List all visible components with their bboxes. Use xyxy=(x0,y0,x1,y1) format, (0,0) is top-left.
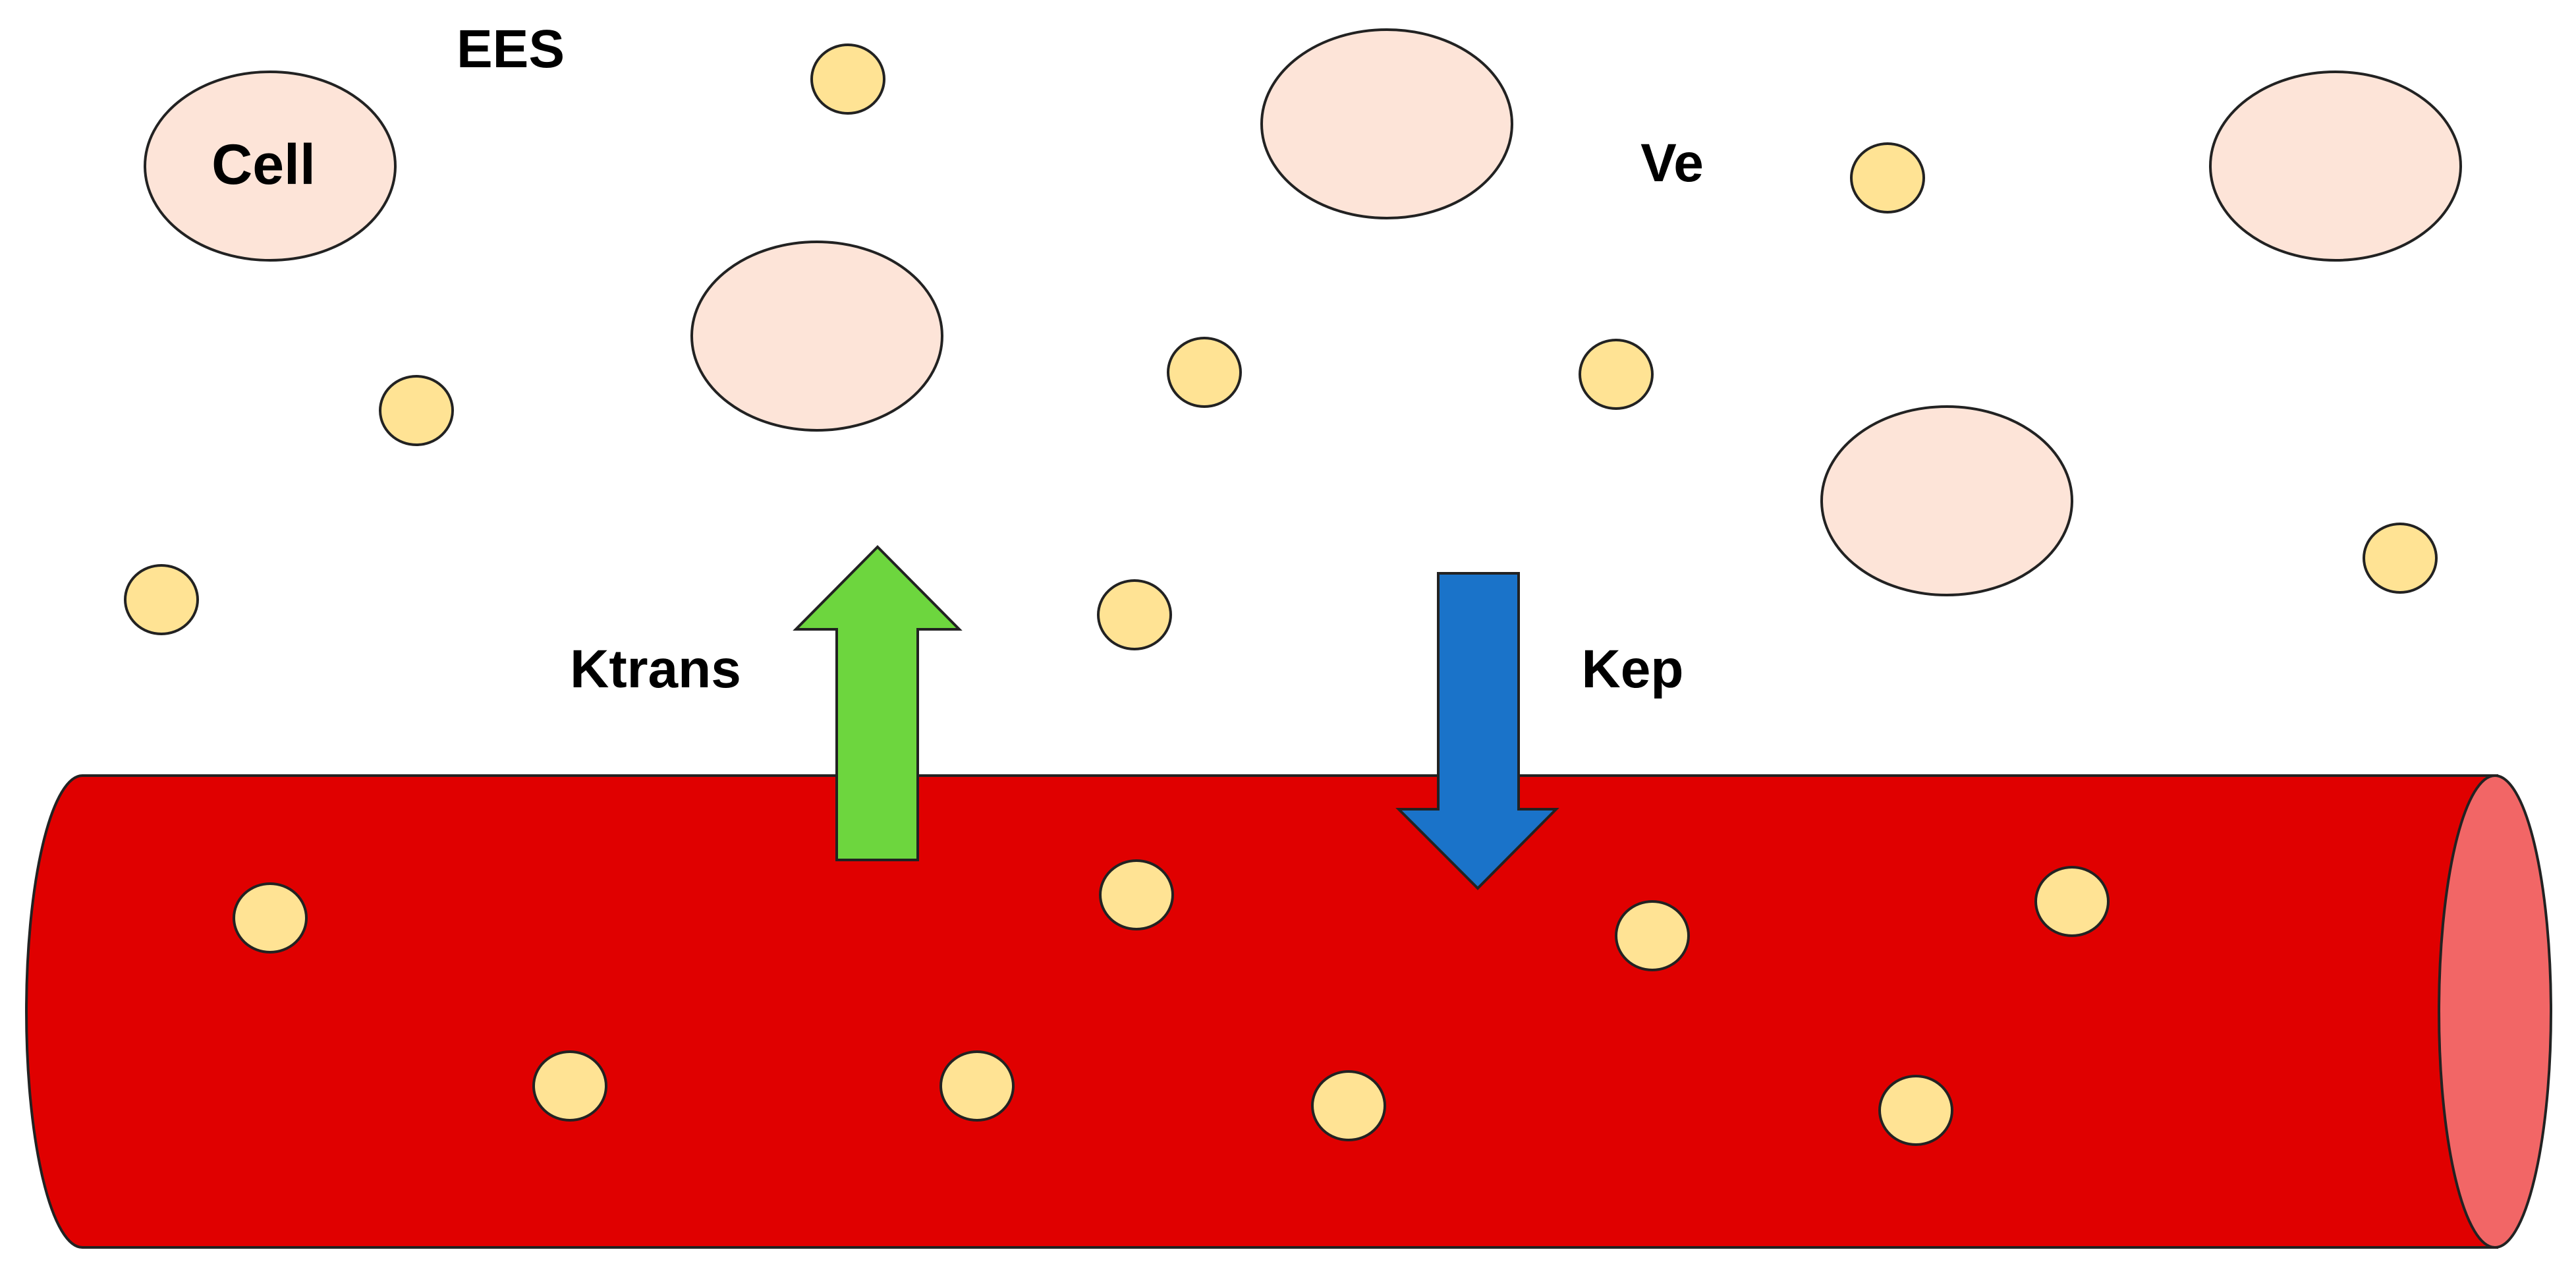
label-ktrans: Ktrans xyxy=(570,639,741,699)
vessel-opening xyxy=(2438,774,2552,1249)
ees-particles xyxy=(124,43,2438,650)
contrast-particle xyxy=(2363,523,2438,594)
label-ve: Ve xyxy=(1640,133,1704,193)
label-ees: EES xyxy=(457,19,565,79)
contrast-particle xyxy=(939,1050,1015,1122)
cell xyxy=(1820,405,2073,596)
label-cell: Cell xyxy=(211,133,316,196)
contrast-particle xyxy=(233,882,308,954)
contrast-particle xyxy=(1099,859,1174,930)
contrast-particle xyxy=(1579,339,1654,410)
contrast-particle xyxy=(1311,1070,1386,1141)
plasma-particles xyxy=(233,859,2110,1146)
cell xyxy=(144,71,397,262)
blood-vessel xyxy=(25,774,2552,1249)
vessel-body xyxy=(25,774,2498,1249)
label-kep: Kep xyxy=(1582,639,1684,699)
cell xyxy=(1260,28,1513,219)
contrast-particle xyxy=(2034,866,2110,937)
cells xyxy=(144,28,2462,596)
contrast-particle xyxy=(532,1050,607,1122)
cell xyxy=(690,241,943,432)
contrast-particle xyxy=(379,375,454,446)
kep-arrow-down xyxy=(1395,572,1559,890)
contrast-particle xyxy=(1097,579,1172,650)
contrast-particle xyxy=(1878,1075,1953,1146)
contrast-particle xyxy=(1167,337,1242,408)
contrast-particle xyxy=(124,564,199,635)
contrast-particle xyxy=(810,43,885,115)
contrast-particle xyxy=(1850,142,1925,214)
ktrans-arrow-up xyxy=(793,545,963,861)
contrast-particle xyxy=(1615,900,1690,971)
cell xyxy=(2209,71,2462,262)
